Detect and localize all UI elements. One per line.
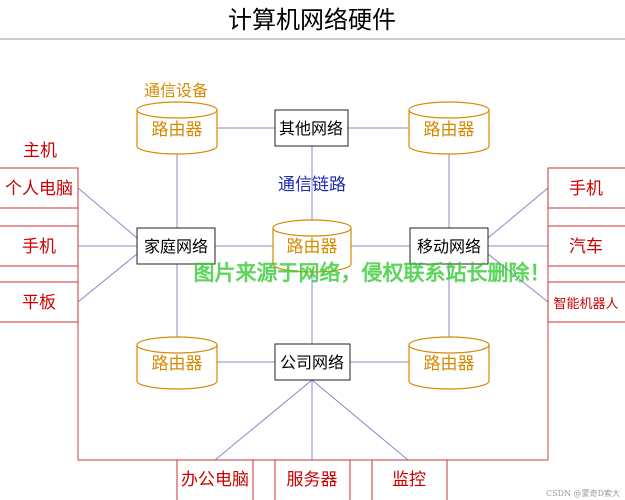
network-other: 其他网络: [274, 109, 349, 147]
right-host-car: 汽车: [569, 237, 603, 257]
connection-lines: [77, 127, 549, 461]
left-hosts: [0, 167, 79, 323]
router-label: 路由器: [424, 354, 475, 374]
router-label: 路由器: [152, 354, 203, 374]
router-top-right: 路由器: [408, 101, 490, 155]
left-host-phone: 手机: [22, 237, 56, 257]
right-host-phone: 手机: [569, 179, 603, 199]
comm-devices-label: 通信设备: [144, 81, 208, 100]
router-bottom-right: 路由器: [408, 336, 490, 390]
router-label: 路由器: [287, 237, 338, 257]
network-mobile: 移动网络: [409, 227, 489, 265]
network-company: 公司网络: [274, 343, 351, 381]
left-host-pc: 个人电脑: [5, 179, 73, 199]
router-label: 路由器: [424, 120, 475, 140]
router-center: 路由器: [272, 219, 352, 273]
bottom-hosts: [176, 459, 448, 500]
left-host-tablet: 平板: [22, 293, 56, 313]
comm-links-label: 通信链路: [278, 175, 346, 195]
watermark-text: 图片来源于网络，侵权联系站长删除！: [194, 260, 551, 285]
router-top-left: 路由器: [136, 101, 218, 155]
bottom-host-server: 服务器: [287, 470, 338, 490]
router-bottom-left: 路由器: [136, 336, 218, 390]
router-label: 路由器: [152, 120, 203, 140]
network-label: 其他网络: [279, 119, 343, 138]
network-label: 公司网络: [280, 353, 344, 372]
network-label: 家庭网络: [144, 237, 208, 256]
network-label: 移动网络: [417, 237, 481, 256]
credit-text: CSDN @蒙奇D索大: [546, 488, 620, 498]
right-hosts: [547, 167, 625, 323]
diagram-title: 计算机网络硬件: [228, 6, 396, 34]
network-home: 家庭网络: [136, 227, 216, 265]
right-host-robot: 智能机器人: [553, 297, 618, 312]
hosts-label: 主机: [23, 141, 57, 161]
bottom-host-office-pc: 办公电脑: [181, 470, 249, 490]
bottom-host-camera: 监控: [392, 470, 426, 490]
